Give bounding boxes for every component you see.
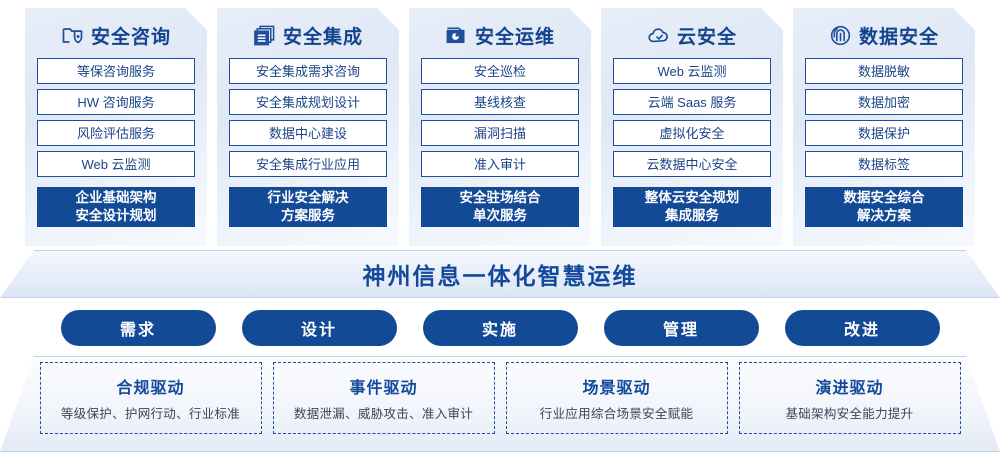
driver-evolution[interactable]: 演进驱动 基础架构安全能力提升 [738,362,961,434]
driver-subtitle: 等级保护、护网行动、行业标准 [60,407,241,421]
highlight-line-1: 行业安全解决 [267,190,349,205]
list-item[interactable]: 数据加密 [805,89,963,115]
list-item[interactable]: Web 云监测 [613,58,771,84]
column-title: 云安全 [676,26,737,48]
list-item[interactable]: 数据中心建设 [229,120,387,146]
list-item[interactable]: 安全巡检 [421,58,579,84]
driver-title: 演进驱动 [815,380,884,397]
column-highlight[interactable]: 整体云安全规划 集成服务 [613,187,771,227]
column-header: 安全集成 [229,8,387,58]
column-highlight[interactable]: 安全驻场结合 单次服务 [421,187,579,227]
list-item[interactable]: 数据保护 [805,120,963,146]
driver-subtitle: 数据泄漏、威胁攻击、准入审计 [293,407,474,421]
list-item[interactable]: 准入审计 [421,151,579,177]
highlight-line-1: 企业基础架构 [75,190,157,205]
highlight-line-2: 安全设计规划 [75,208,157,223]
list-item[interactable]: 虚拟化安全 [613,120,771,146]
driver-subtitle: 行业应用综合场景安全赋能 [539,407,694,421]
list-item[interactable]: 安全集成规划设计 [229,89,387,115]
column-header: 云安全 [613,8,771,58]
driver-scenario[interactable]: 场景驱动 行业应用综合场景安全赋能 [505,362,728,434]
column-item-list: 安全集成需求咨询 安全集成规划设计 数据中心建设 安全集成行业应用 行业安全解决… [229,58,387,227]
fingerprint-icon [829,24,852,47]
column-header: 数据安全 [805,8,963,58]
list-item[interactable]: 基线核查 [421,89,579,115]
column-item-list: 等保咨询服务 HW 咨询服务 风险评估服务 Web 云监测 企业基础架构 安全设… [37,58,195,227]
list-item[interactable]: 风险评估服务 [37,120,195,146]
driver-title: 事件驱动 [349,380,418,397]
column-title: 数据安全 [858,26,939,48]
lifecycle-stages: 需求 设计 实施 管理 改进 [0,310,1000,348]
drivers-row: 合规驱动 等级保护、护网行动、行业标准 事件驱动 数据泄漏、威胁攻击、准入审计 … [0,362,1000,442]
stage-pill-management[interactable]: 管理 [603,310,759,346]
cloud-check-icon [647,24,670,47]
highlight-line-2: 方案服务 [281,208,335,223]
column-cloud-security[interactable]: 云安全 Web 云监测 云端 Saas 服务 虚拟化安全 云数据中心安全 整体云… [601,8,783,246]
driver-title: 场景驱动 [582,380,651,397]
column-header: 安全咨询 [37,8,195,58]
column-item-list: 数据脱敏 数据加密 数据保护 数据标签 数据安全综合 解决方案 [805,58,963,227]
stage-pill-design[interactable]: 设计 [241,310,397,346]
column-item-list: 安全巡检 基线核查 漏洞扫描 准入审计 安全驻场结合 单次服务 [421,58,579,227]
driver-title: 合规驱动 [116,380,185,397]
list-item[interactable]: 数据标签 [805,151,963,177]
column-header: 安全运维 [421,8,579,58]
column-security-operations[interactable]: 安全运维 安全巡检 基线核查 漏洞扫描 准入审计 安全驻场结合 单次服务 [409,8,591,246]
stage-pill-improvement[interactable]: 改进 [784,310,940,346]
highlight-line-1: 整体云安全规划 [644,190,740,205]
list-item[interactable]: Web 云监测 [37,151,195,177]
list-item[interactable]: 云端 Saas 服务 [613,89,771,115]
column-title: 安全咨询 [90,26,171,48]
list-item[interactable]: 数据脱敏 [805,58,963,84]
highlight-line-1: 安全驻场结合 [459,190,541,205]
column-data-security[interactable]: 数据安全 数据脱敏 数据加密 数据保护 数据标签 数据安全综合 解决方案 [793,8,975,246]
highlight-line-2: 单次服务 [473,208,527,223]
drivers-container [0,356,1000,452]
stage-pill-requirements[interactable]: 需求 [60,310,216,346]
driver-incident[interactable]: 事件驱动 数据泄漏、威胁攻击、准入审计 [272,362,495,434]
column-highlight[interactable]: 数据安全综合 解决方案 [805,187,963,227]
column-security-integration[interactable]: 安全集成 安全集成需求咨询 安全集成规划设计 数据中心建设 安全集成行业应用 行… [217,8,399,246]
column-highlight[interactable]: 行业安全解决 方案服务 [229,187,387,227]
column-title: 安全运维 [474,26,555,48]
folder-shield-icon [61,24,84,47]
list-item[interactable]: HW 咨询服务 [37,89,195,115]
list-item[interactable]: 云数据中心安全 [613,151,771,177]
highlight-line-2: 解决方案 [857,208,911,223]
driver-compliance[interactable]: 合规驱动 等级保护、护网行动、行业标准 [39,362,262,434]
platform-banner: 神州信息一体化智慧运维 [0,250,1000,298]
driver-subtitle: 基础架构安全能力提升 [785,407,914,421]
column-item-list: Web 云监测 云端 Saas 服务 虚拟化安全 云数据中心安全 整体云安全规划… [613,58,771,227]
column-security-consulting[interactable]: 安全咨询 等保咨询服务 HW 咨询服务 风险评估服务 Web 云监测 企业基础架… [25,8,207,246]
column-highlight[interactable]: 企业基础架构 安全设计规划 [37,187,195,227]
list-item[interactable]: 安全集成需求咨询 [229,58,387,84]
column-title: 安全集成 [282,26,363,48]
highlight-line-1: 数据安全综合 [843,190,925,205]
banner-title: 神州信息一体化智慧运维 [362,263,638,289]
list-item[interactable]: 等保咨询服务 [37,58,195,84]
list-item[interactable]: 漏洞扫描 [421,120,579,146]
stage-pill-implementation[interactable]: 实施 [422,310,578,346]
highlight-line-2: 集成服务 [665,208,719,223]
capability-columns: 安全咨询 等保咨询服务 HW 咨询服务 风险评估服务 Web 云监测 企业基础架… [0,8,1000,252]
monitor-chart-icon [445,24,468,47]
list-item[interactable]: 安全集成行业应用 [229,151,387,177]
stacked-documents-icon [253,24,276,47]
